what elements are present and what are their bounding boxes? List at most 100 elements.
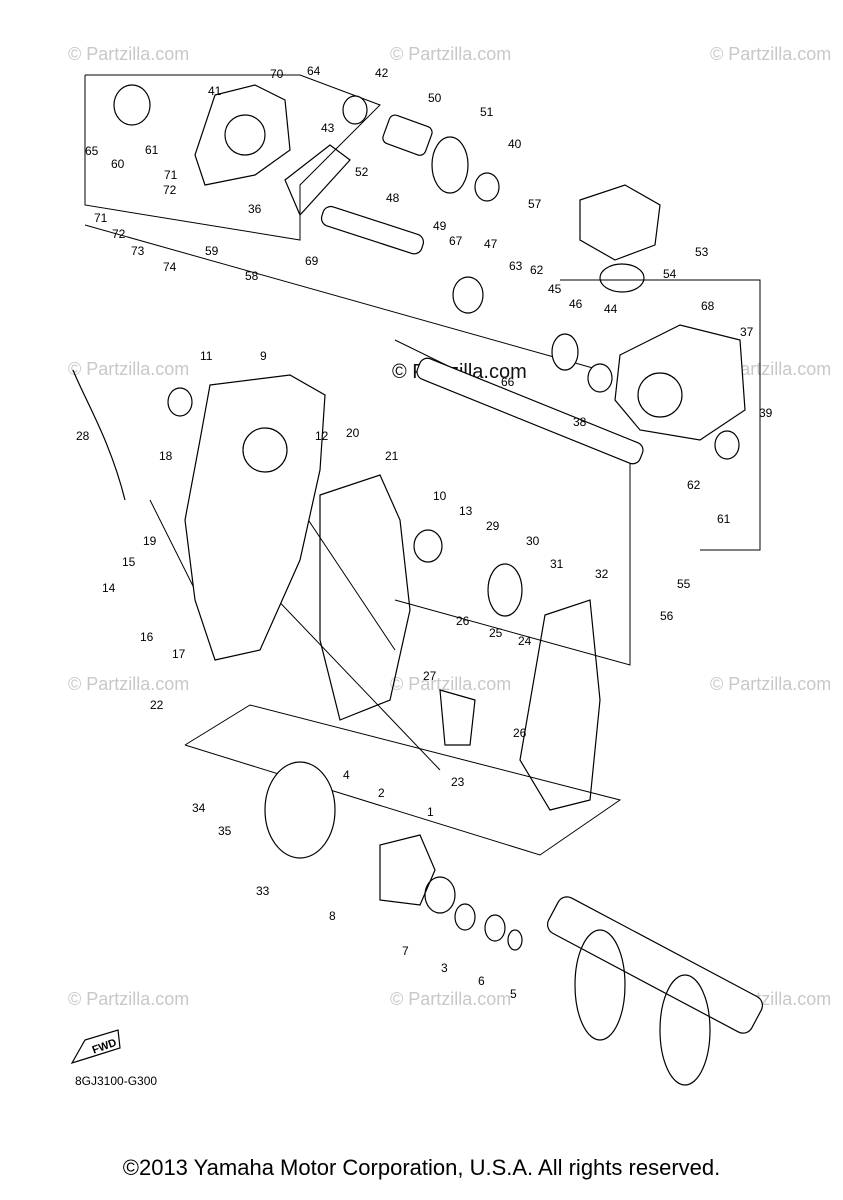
leader-diagonal-3 [149,499,201,601]
bearing-6 [484,914,506,942]
part-callout-number: 52 [355,165,369,179]
part-callout-number: 6 [478,974,485,988]
copyright-notice: ©2013 Yamaha Motor Corporation, U.S.A. A… [122,1155,721,1180]
part-callout-number: 26 [456,614,470,628]
watermark-text: © Partzilla.com [710,674,831,694]
part-callout-number: 26 [513,726,527,740]
part-callout-number: 13 [459,504,473,518]
part-callout-number: 38 [573,415,587,429]
part-callout-number: 29 [486,519,500,533]
chain-53 [284,144,351,217]
fwd-arrow-icon: FWD [70,1029,121,1065]
part-callout-number: 34 [192,801,206,815]
drive-shaft-67 [416,357,644,465]
watermark-text: © Partzilla.com [390,44,511,64]
drive-axle [546,896,764,1034]
assembly-frame-lines [84,74,761,856]
part-callout-number: 15 [122,555,136,569]
part-callout-number: 11 [200,349,213,363]
part-callout-number: 67 [449,234,463,248]
part-callout-number: 68 [701,299,715,313]
cover-housing-54 [579,184,661,261]
callout-layer: 1234567891011121314151617181920212223242… [76,64,773,1001]
part-callout-number: 62 [530,263,544,277]
frame-upper-right [560,279,761,551]
oil-seal-40 [714,430,740,460]
part-callout-number: 12 [315,429,329,443]
part-callout-number: 72 [163,183,177,197]
part-callout-number: 56 [660,609,674,623]
part-callout-number: 25 [489,626,503,640]
part-callout-number: 41 [208,84,222,98]
part-callout-number: 74 [163,260,177,274]
gasket-21 [319,474,411,721]
gear-shaft-51 [382,114,433,156]
sprocket-52 [431,136,469,194]
drive-wheel-left [574,929,626,1041]
part-callout-number: 37 [740,325,754,339]
part-callout-number: 58 [245,269,259,283]
bearing-43 [342,95,368,125]
part-callout-number: 10 [433,489,447,503]
seal-3 [454,903,476,931]
part-callout-number: 57 [528,197,542,211]
watermark-text: © Partzilla.com [710,44,831,64]
part-callout-number: 3 [441,961,448,975]
part-callout-number: 61 [145,143,159,157]
part-callout-number: 70 [270,67,284,81]
watermark-text: © Partzilla.com [390,674,511,694]
part-callout-number: 48 [386,191,400,205]
part-callout-number: 44 [604,302,618,316]
tensioner-arm-23 [439,689,476,746]
drive-wheel-right [659,974,711,1086]
part-callout-number: 27 [423,669,437,683]
part-callout-number: 23 [451,775,465,789]
part-callout-number: 18 [159,449,173,463]
part-callout-number: 9 [260,349,267,363]
cover-bore-42 [224,114,266,156]
part-callout-number: 31 [550,557,564,571]
hub-48 [452,276,484,314]
part-callout-number: 73 [131,244,145,258]
part-callout-number: 19 [143,534,157,548]
part-callout-number: 43 [321,121,335,135]
o-ring-55 [599,263,645,293]
part-callout-number: 14 [102,581,116,595]
part-callout-number: 50 [428,91,442,105]
ring-5 [507,929,523,951]
part-callout-number: 51 [480,105,494,119]
bearing-housing-1 [379,834,436,906]
part-callout-number: 39 [759,406,773,420]
watermark-text: © Partzilla.com [68,674,189,694]
part-callout-number: 61 [717,512,731,526]
chaincase-9 [184,374,326,661]
bearing-39 [587,363,613,393]
gear-45 [551,333,579,371]
part-callout-number: 20 [346,426,360,440]
watermark-text: © Partzilla.com [68,44,189,64]
part-callout-number: 22 [150,698,164,712]
part-callout-number: 42 [375,66,389,80]
part-callout-number: 72 [112,227,126,241]
gear-case-bore [637,372,683,418]
part-callout-number: 54 [663,267,677,281]
watermark-text: © Partzilla.com [68,989,189,1009]
gear-case-38 [614,324,746,441]
part-callout-number: 49 [433,219,447,233]
part-callout-number: 59 [205,244,219,258]
part-callout-number: 65 [85,144,99,158]
part-code: 8GJ3100-G300 [75,1074,157,1088]
part-callout-number: 60 [111,157,125,171]
part-callout-number: 8 [329,909,336,923]
bearing-11 [167,387,193,417]
part-callout-number: 32 [595,567,609,581]
watermark-layer: © Partzilla.com © Partzilla.com © Partzill… [68,44,831,1009]
part-callout-number: 66 [501,375,515,389]
part-callout-number: 71 [94,211,108,225]
leader-diagonal-2 [84,224,601,371]
drive-chain-33 [519,599,601,811]
part-callout-number: 33 [256,884,270,898]
part-callout-number: 35 [218,824,232,838]
part-callout-number: 47 [484,237,498,251]
